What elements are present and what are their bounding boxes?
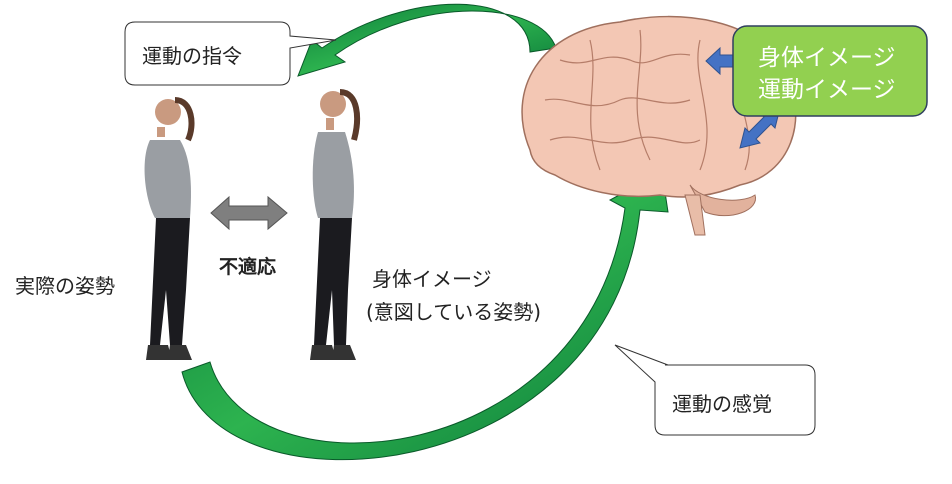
image-box [732,25,928,117]
motor-sensation-label: 運動の感覚 [672,392,772,416]
actual-posture-label: 実際の姿勢 [15,274,115,298]
motor-sensation-callout [614,344,816,436]
intended-posture-label: (意図している姿勢) [366,300,542,324]
motor-command-arrow [297,3,557,77]
gray-double-arrow [210,195,288,231]
body-image-label: 身体イメージ [372,267,492,291]
woman-actual-posture [144,97,195,360]
motor-command-label: 運動の指令 [142,44,242,68]
motor-command-callout [124,21,337,86]
body-image-box-label: 身体イメージ [758,45,896,71]
motor-image-box-label: 運動イメージ [758,77,896,103]
maladaptation-label: 不適応 [219,256,277,278]
woman-body-image [310,89,361,360]
